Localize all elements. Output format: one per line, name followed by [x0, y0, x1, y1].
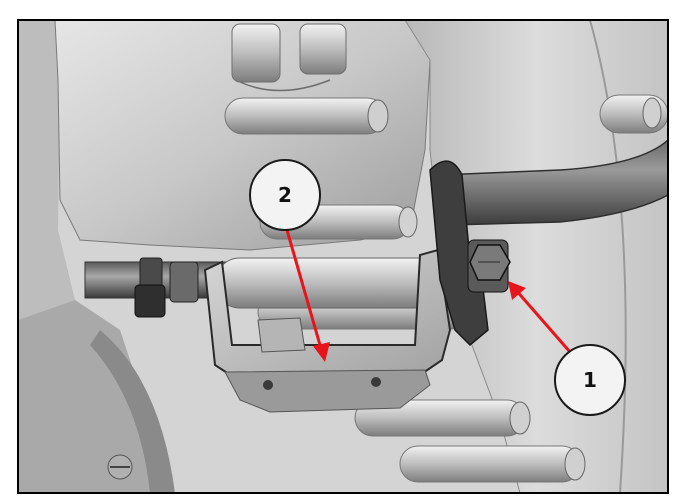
rod-end — [134, 284, 166, 318]
top-boss-left — [231, 23, 281, 83]
top-boss-right — [299, 23, 347, 75]
arrow-1-head — [508, 281, 526, 300]
callout-1: 1 — [554, 344, 626, 416]
coolant-pipe — [439, 138, 668, 226]
boss-contour — [239, 79, 331, 92]
left-curve-shadow — [90, 330, 175, 493]
arrow-2-shaft — [285, 229, 324, 353]
support-plate — [429, 160, 489, 347]
bracket-hole-left — [263, 380, 273, 390]
drawing-content — [18, 20, 668, 493]
bracket-base — [224, 369, 431, 413]
bracket-tab — [257, 317, 306, 353]
callout-2-label: 2 — [278, 183, 292, 207]
lower-left-panel — [18, 300, 165, 493]
figure-frame — [17, 19, 669, 494]
arrow-2-head — [313, 342, 330, 362]
arrow-1-shaft — [513, 288, 572, 353]
callout-arrows — [285, 229, 572, 362]
left-panel — [18, 20, 75, 320]
bracket-hole-right — [371, 377, 381, 387]
callout-1-label: 1 — [583, 368, 597, 392]
rod-nut — [169, 261, 199, 303]
housing-edge-line — [589, 20, 627, 493]
callout-2: 2 — [249, 159, 321, 231]
callout-2-circle — [249, 159, 321, 231]
callout-1-circle — [554, 344, 626, 416]
